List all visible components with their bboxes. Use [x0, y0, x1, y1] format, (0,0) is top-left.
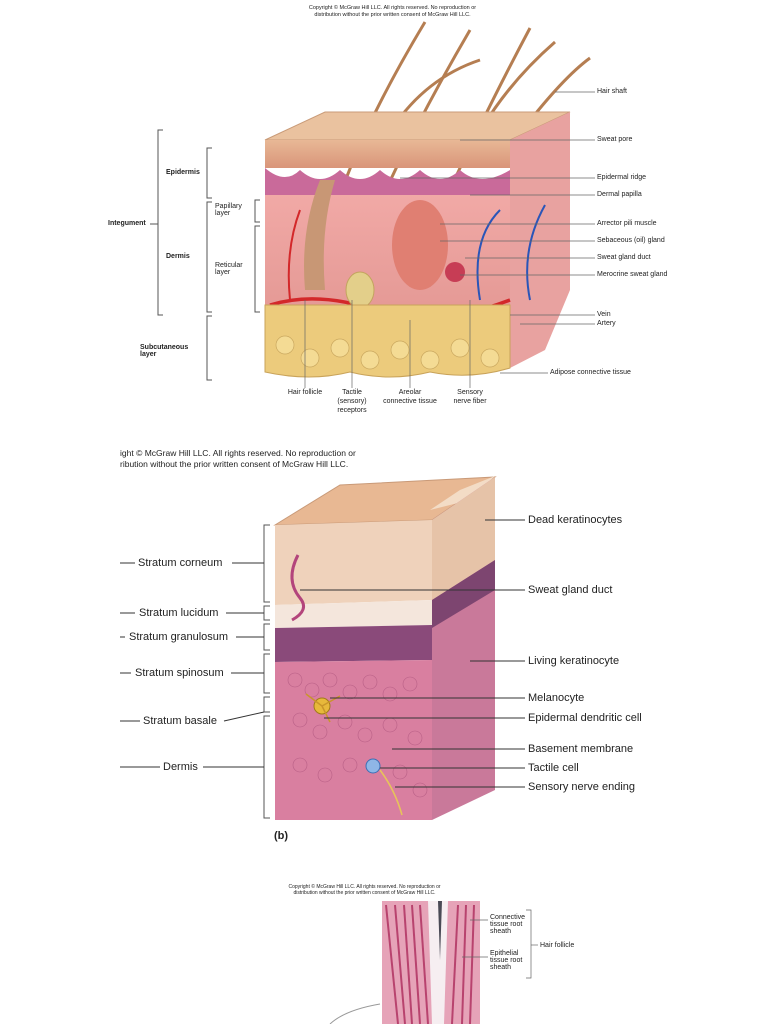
label-hair-follicle-group: Hair follicle: [540, 942, 574, 949]
label-epithelial-tissue-root-sheath: Epithelial tissue root sheath: [490, 950, 522, 971]
label-connective-tissue-root-sheath: Connective tissue root sheath: [490, 914, 525, 935]
